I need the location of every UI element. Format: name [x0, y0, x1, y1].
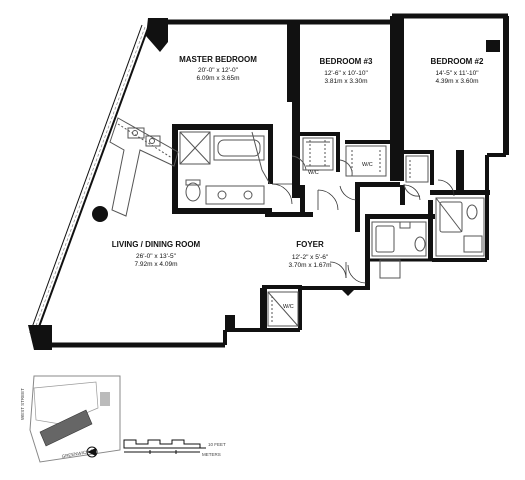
street-label: GREENWICH ST — [61, 448, 97, 459]
scale-label-feet: 10 FEET — [208, 442, 226, 447]
room-name: MASTER BEDROOM — [179, 55, 257, 64]
foyer-closet — [267, 291, 299, 327]
entry-arrow-icon — [342, 290, 354, 296]
room-dimensions-imperial: 12'-6" x 10'-10" — [324, 70, 368, 77]
north-arrow-icon — [86, 446, 98, 458]
scale-bar: 10 FEET METERS — [123, 439, 226, 457]
room-dimensions-metric: 4.39m x 3.60m — [436, 78, 479, 85]
room-name: BEDROOM #2 — [431, 57, 484, 66]
master-bath — [179, 131, 271, 205]
room-name: FOYER — [296, 240, 324, 249]
room-dimensions-metric: 3.81m x 3.30m — [325, 78, 368, 85]
room-name: LIVING / DINING ROOM — [112, 240, 201, 249]
room-label-bedroom2: BEDROOM #2 14'-5" x 11'-10" 4.39m x 3.60… — [431, 57, 484, 85]
bed2-bath — [435, 197, 485, 257]
key-plan: WEST STREET GREENWICH ST — [20, 375, 121, 463]
scale-label-meters: METERS — [202, 452, 221, 457]
room-dimensions-imperial: 26'-0" x 13'-5" — [136, 253, 177, 260]
bed3-closet-2 — [339, 145, 387, 177]
closet-label: W/C — [362, 162, 373, 168]
room-dimensions-metric: 3.70m x 1.67m — [289, 262, 332, 269]
door-swings — [271, 179, 455, 284]
street-label: WEST STREET — [20, 388, 25, 420]
room-label-master: MASTER BEDROOM 20'-0" x 12'-0" 6.09m x 3… — [179, 55, 257, 82]
bed3-closet — [291, 137, 334, 171]
kitchen — [109, 117, 179, 217]
structural-columns — [28, 18, 500, 350]
room-label-foyer: FOYER 12'-2" x 5'-6" 3.70m x 1.67m — [289, 240, 332, 269]
closet-label: W/C — [283, 304, 294, 310]
room-dimensions-metric: 6.09m x 3.65m — [197, 75, 240, 82]
closet-label: W/C — [308, 170, 319, 176]
room-label-living: LIVING / DINING ROOM 26'-0" x 13'-5" 7.9… — [112, 240, 201, 268]
room-label-bedroom3: BEDROOM #3 12'-6" x 10'-10" 3.81m x 3.30… — [320, 57, 373, 85]
bed2-closet — [403, 155, 429, 197]
room-dimensions-metric: 7.92m x 4.09m — [135, 261, 178, 268]
room-name: BEDROOM #3 — [320, 57, 373, 66]
window-wall — [29, 24, 149, 336]
room-dimensions-imperial: 20'-0" x 12'-0" — [198, 67, 239, 74]
interior-walls — [172, 16, 490, 330]
room-dimensions-imperial: 14'-5" x 11'-10" — [435, 70, 479, 77]
room-dimensions-imperial: 12'-2" x 5'-6" — [292, 254, 329, 261]
hall-bath — [371, 221, 427, 279]
dining-table-icon — [92, 206, 108, 222]
